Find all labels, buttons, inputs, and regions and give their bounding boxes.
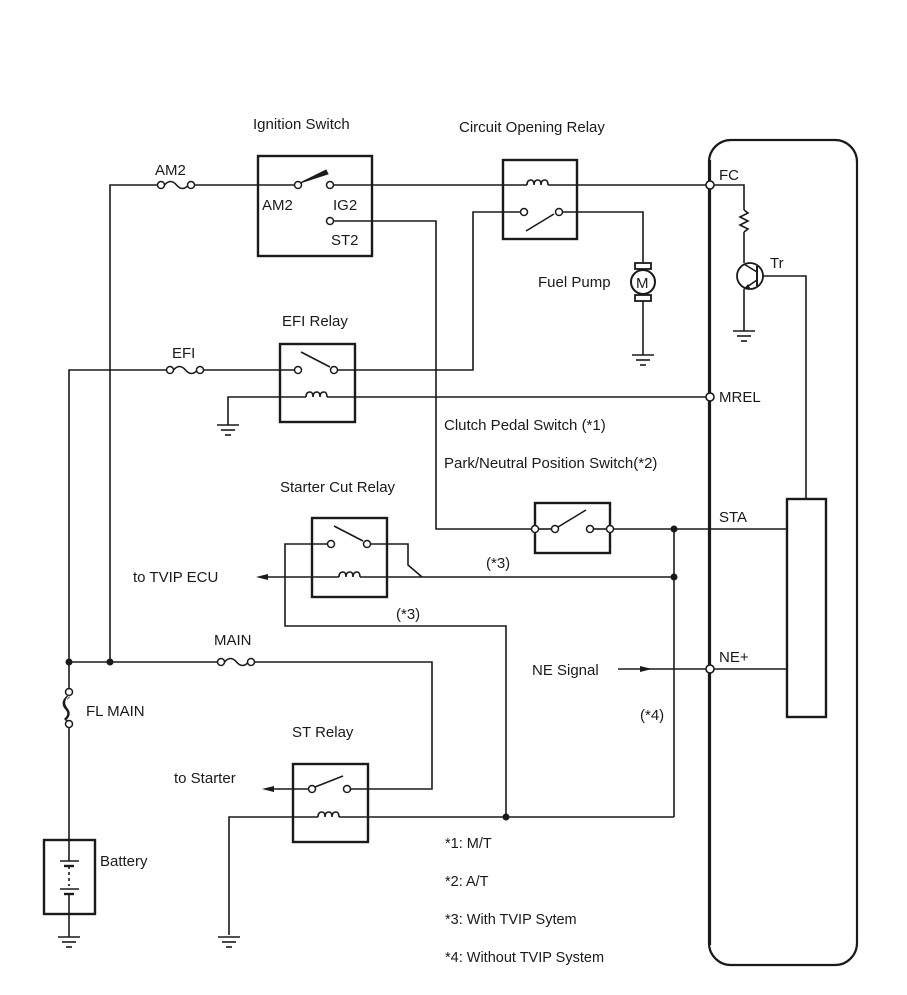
ground-icon	[733, 330, 755, 342]
ground-icon	[218, 936, 240, 948]
st-relay-box	[291, 762, 370, 844]
variant-mark-3-upper: (*3)	[486, 555, 510, 572]
ignition-switch-box	[256, 154, 374, 258]
wire-efi-coil-ground	[227, 396, 306, 425]
ground-icon	[58, 936, 80, 948]
clutch-pnp-switch-box	[533, 501, 612, 555]
st-relay-coil	[317, 811, 340, 818]
transistor-icon	[736, 262, 764, 290]
wire-scr-in	[284, 543, 507, 817]
arrow-left-icon	[262, 786, 274, 792]
note-1: *1: M/T	[445, 836, 492, 852]
fusible-link-fl-main	[62, 687, 74, 729]
efi-relay-coil	[305, 391, 328, 398]
fuel-pump-symbol: M	[636, 275, 649, 292]
ground-icon	[217, 424, 239, 436]
efi-relay-title: EFI Relay	[282, 313, 348, 330]
fuse-main-label: MAIN	[214, 632, 252, 649]
clutch-switch-label: Clutch Pedal Switch (*1)	[444, 417, 606, 434]
efi-relay-switch-out	[329, 365, 339, 375]
note-4: *4: Without TVIP System	[445, 950, 604, 966]
cor-switch-blade	[525, 213, 555, 232]
wire-st-coil-ground	[228, 816, 318, 935]
scr-switch-in	[326, 539, 336, 549]
variant-mark-3-lower: (*3)	[396, 606, 420, 623]
fuse-efi-label: EFI	[172, 345, 195, 362]
ground-icon	[632, 354, 654, 366]
switch-terminal	[605, 524, 615, 534]
ecu-fc-label: FC	[719, 167, 739, 184]
wire-fc-internal	[714, 184, 745, 210]
st-relay-switch-blade	[314, 775, 344, 788]
switch-terminal	[550, 524, 560, 534]
ecu-inner-block	[785, 497, 828, 719]
fuel-pump-motor-icon	[630, 262, 656, 302]
switch-blade	[557, 509, 587, 528]
st-relay-switch-in	[307, 784, 317, 794]
efi-relay-switch-blade	[300, 351, 331, 368]
wire-tr-base	[763, 275, 807, 499]
wire-st2	[333, 220, 534, 530]
efi-relay-box	[278, 342, 357, 424]
fuse-am2	[156, 180, 297, 190]
ecu-sta-label: STA	[719, 509, 747, 526]
battery-label: Battery	[100, 853, 148, 870]
ecu-mrel-terminal-overlay	[705, 392, 715, 402]
ecu-mrel-label: MREL	[719, 389, 761, 406]
wire-scr-out	[370, 543, 423, 578]
efi-relay-switch-in	[293, 365, 303, 375]
fuse-efi	[165, 365, 295, 375]
ign-am2-label: AM2	[262, 197, 293, 214]
starter-cut-relay-title: Starter Cut Relay	[280, 479, 396, 496]
to-tvip-label: to TVIP ECU	[133, 569, 218, 586]
scr-coil	[338, 571, 361, 578]
scr-switch-out	[362, 539, 372, 549]
fuse-am2-label: AM2	[155, 162, 186, 179]
st-relay-title: ST Relay	[292, 724, 354, 741]
circuit-opening-relay-title: Circuit Opening Relay	[459, 119, 605, 136]
wire-fuel-pump	[562, 211, 644, 263]
fuse-fl-main-label: FL MAIN	[86, 703, 145, 720]
resistor-icon	[738, 209, 750, 233]
cor-coil	[526, 179, 549, 186]
wire-efi-relay-out	[355, 211, 521, 371]
junction-dot	[502, 813, 510, 821]
wire-efi-rail	[68, 369, 166, 662]
ecu-ne-label: NE+	[719, 649, 749, 666]
scr-switch-blade	[333, 525, 364, 542]
ecu-ne-terminal-overlay	[705, 664, 715, 674]
fuse-main	[216, 657, 433, 790]
wire-am2-rail	[109, 184, 158, 662]
ne-signal-label: NE Signal	[532, 662, 599, 679]
switch-terminal	[530, 524, 540, 534]
arrow-left-icon	[256, 574, 268, 580]
arrow-right-icon	[640, 666, 652, 672]
to-starter-label: to Starter	[174, 770, 236, 787]
ecu-tr-label: Tr	[770, 255, 784, 272]
switch-terminal	[585, 524, 595, 534]
ign-switch-contact	[299, 169, 329, 184]
st-relay-switch-out	[342, 784, 352, 794]
cor-switch-out	[554, 207, 564, 217]
ign-am2-terminal	[293, 180, 303, 190]
ecu-fc-terminal-overlay	[705, 180, 715, 190]
note-3: *3: With TVIP Sytem	[445, 912, 577, 928]
cor-switch-in	[519, 207, 529, 217]
ign-st2-label: ST2	[331, 232, 359, 249]
junction-dot	[65, 658, 73, 666]
note-2: *2: A/T	[445, 874, 489, 890]
ign-st2-terminal	[325, 216, 335, 226]
ign-ig2-label: IG2	[333, 197, 357, 214]
ignition-switch-title: Ignition Switch	[253, 116, 350, 133]
junction-dot	[106, 658, 114, 666]
starter-cut-relay-box	[310, 516, 389, 599]
fuel-pump-label: Fuel Pump	[538, 274, 611, 291]
pnp-switch-label: Park/Neutral Position Switch(*2)	[444, 455, 657, 472]
circuit-opening-relay-box	[501, 158, 579, 241]
ign-ig2-terminal	[325, 180, 335, 190]
battery-icon	[60, 840, 79, 937]
variant-mark-4: (*4)	[640, 707, 664, 724]
